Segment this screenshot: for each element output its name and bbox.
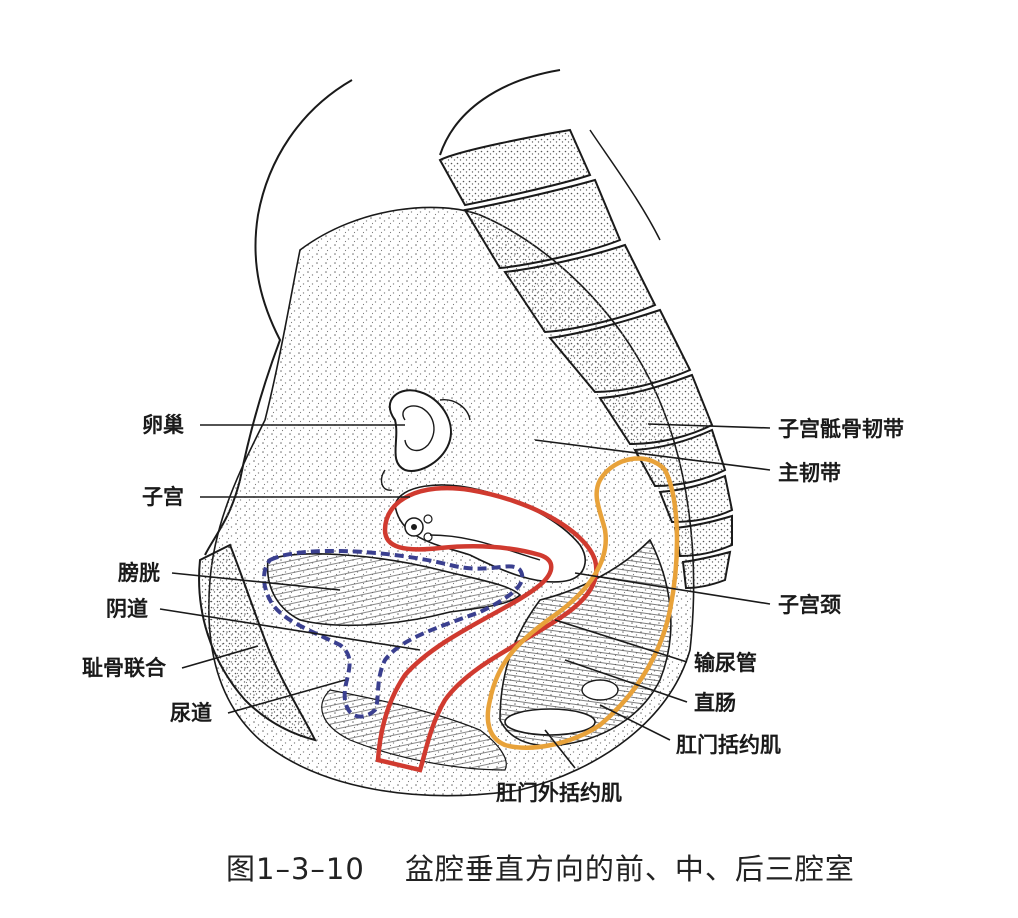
leader-rectum [564,659,688,703]
uterus [394,484,586,583]
leader-bladder [171,572,341,591]
bladder [266,553,522,627]
leader-cardinal-ligament [534,439,771,471]
label-anal-sphincter: 肛门括约肌 [676,732,781,757]
label-cervix: 子宫颈 [778,592,841,617]
leader-pubic-symphysis [181,645,259,669]
ovary [380,389,471,491]
leader-cervix [574,572,771,605]
leader-vagina [159,608,421,651]
perineal-muscle [321,689,507,771]
label-vagina: 阴道 [106,596,148,621]
label-cardinal-ligament: 主韧带 [778,460,841,485]
leader-external-anal-sphincter [544,729,576,769]
anterior-compartment-outline [262,548,525,719]
pubic-symphysis [198,543,317,742]
label-ureter: 输尿管 [694,650,757,675]
label-urethra: 尿道 [170,700,212,725]
figure-title: 盆腔垂直方向的前、中、后三腔室 [404,852,855,886]
label-rectum: 直肠 [694,690,736,715]
figure-number: 图1–3–10 [226,852,365,886]
leader-lines [159,423,771,769]
label-bladder: 膀胱 [118,560,160,585]
leader-urethra [227,679,346,714]
sacrum-vertebrae [438,128,734,590]
label-uterus: 子宫 [142,484,184,509]
label-external-anal-sphincter: 肛门外括约肌 [496,780,622,805]
figure-caption: 图1–3–10 盆腔垂直方向的前、中、后三腔室 [226,846,855,888]
external-anal-sphincter [504,679,619,736]
label-pubic-symphysis: 耻骨联合 [82,655,166,680]
label-uterosacral-ligament: 子宫骶骨韧带 [778,416,904,441]
middle-compartment-outline [375,485,599,773]
label-ovary: 卵巢 [142,412,184,437]
leader-ureter [554,619,688,663]
leader-uterosacral-ligament [647,423,771,429]
leader-anal-sphincter [599,704,671,741]
